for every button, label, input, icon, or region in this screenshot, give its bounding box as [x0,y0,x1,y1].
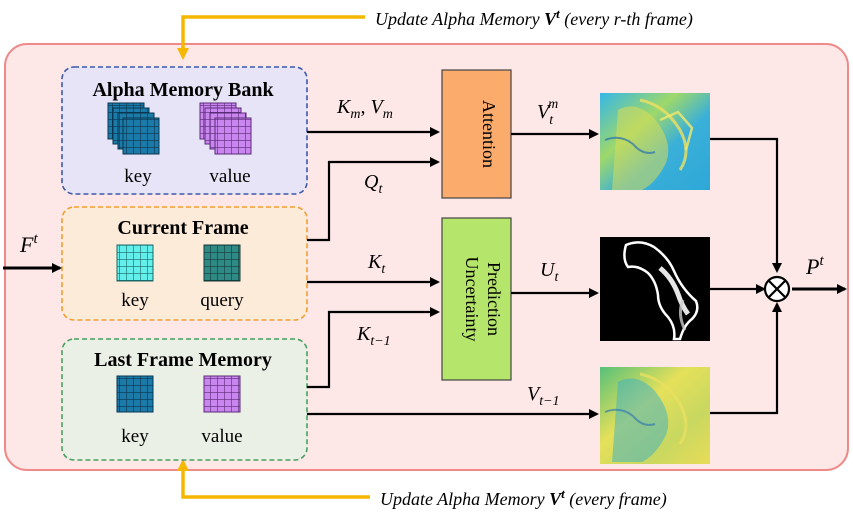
uncertainty-label-line1: Uncertainty [462,257,482,342]
label-kt: Kt [367,251,386,277]
ut-uncertainty-image [600,237,710,341]
current-frame-title: Current Frame [117,217,248,239]
label-qt: Qt [364,171,383,197]
label-km-vm: Km, Vm [336,96,393,122]
vt1-heatmap-image [600,367,710,464]
current-frame: Current Frame key query [61,206,308,321]
edge-vt1-to-mult [710,302,782,415]
last-key-label: key [121,426,149,447]
edge-vtm-to-mult [710,137,782,273]
last-value-grid-icon [203,375,241,413]
bottom-update-arrow [177,459,370,499]
bottom-update-label: Update Alpha Memory Vt (every frame) [380,486,667,510]
label-ut: Ut [540,259,559,285]
alpha-value-label: value [209,166,250,187]
alpha-key-label: key [124,166,152,187]
last-value-label: value [201,426,242,447]
last-frame-memory-title: Last Frame Memory [94,349,272,371]
edge-kt1 [307,307,440,389]
output-label: Pt [805,253,824,279]
input-label: Ft [19,231,38,257]
top-update-arrow [177,15,365,60]
last-frame-memory: Last Frame Memory key value [61,338,308,461]
label-vtm: Vtm [537,97,558,128]
uncertainty-label-line2: Prediction [484,262,504,336]
current-query-label: query [200,290,244,311]
vtm-heatmap-image [600,93,710,190]
uncertainty-prediction-block: Uncertainty Prediction [441,217,512,381]
edges [307,127,847,419]
alpha-value-stack-icon [199,102,252,155]
alpha-key-stack-icon [107,102,160,155]
attention-block: Attention [441,69,512,199]
current-query-grid-icon [203,244,241,282]
last-key-grid-icon [116,375,154,413]
alpha-memory-bank-title: Alpha Memory Bank [92,79,274,101]
multiply-node [763,275,791,303]
current-key-label: key [121,290,149,311]
alpha-memory-bank: Alpha Memory Bank key value [61,66,308,195]
edge-qt [307,157,440,242]
top-update-label: Update Alpha Memory Vt (every r-th frame… [375,6,693,30]
label-vt1: Vt−1 [527,383,560,409]
current-key-grid-icon [116,244,154,282]
label-kt1: Kt−1 [356,323,391,349]
attention-label: Attention [479,100,499,168]
